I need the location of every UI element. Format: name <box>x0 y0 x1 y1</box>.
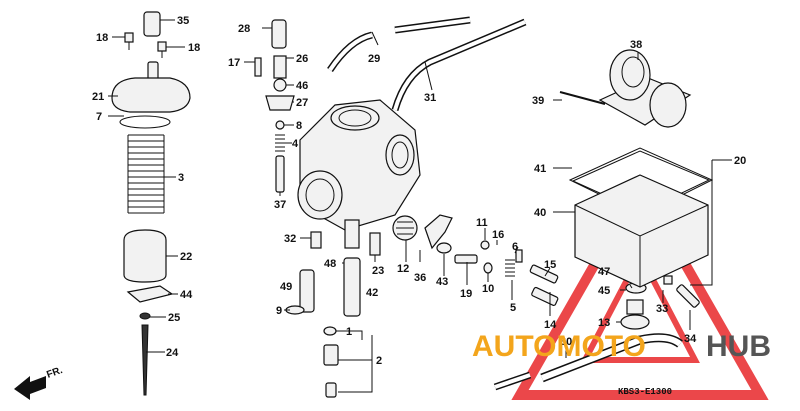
callout-47: 47 <box>598 266 610 278</box>
callout-38: 38 <box>630 39 642 51</box>
callout-31: 31 <box>424 92 436 104</box>
watermark-triangle <box>511 174 769 400</box>
callout-35: 35 <box>177 15 189 27</box>
callout-34: 34 <box>684 333 697 345</box>
callout-2: 2 <box>376 355 382 367</box>
callout-10: 10 <box>482 283 494 295</box>
callout-39: 39 <box>532 95 544 107</box>
callout-17: 17 <box>228 57 240 69</box>
direction-label: FR. <box>45 365 64 381</box>
callout-15: 15 <box>544 259 556 271</box>
callout-24: 24 <box>166 347 179 359</box>
callout-30: 30 <box>560 336 572 348</box>
float-and-bowl <box>559 49 714 288</box>
callout-23: 23 <box>372 265 384 277</box>
callout-48: 48 <box>324 258 336 270</box>
callout-1: 1 <box>346 326 352 338</box>
callout-28: 28 <box>238 23 250 35</box>
callout-13: 13 <box>598 317 610 329</box>
callout-32: 32 <box>284 233 296 245</box>
hoses <box>327 16 683 391</box>
front-direction-arrow: FR. <box>14 365 64 400</box>
watermark-logo: AUTOMOTO HUB <box>472 330 771 363</box>
watermark-word-accent: AUTOMOTO <box>472 330 646 363</box>
callout-41: 41 <box>534 163 546 175</box>
callout-11: 11 <box>476 217 488 229</box>
callout-22: 22 <box>180 251 192 263</box>
callout-labels: 35 18 18 21 7 3 22 44 25 24 28 17 26 46 … <box>92 15 746 367</box>
callout-43: 43 <box>436 276 448 288</box>
callout-6: 6 <box>512 241 518 253</box>
callout-5: 5 <box>510 302 516 314</box>
callout-45: 45 <box>598 285 610 297</box>
callout-19: 19 <box>460 288 472 300</box>
callout-33: 33 <box>656 303 668 315</box>
callout-44: 44 <box>180 289 193 301</box>
callout-16: 16 <box>492 229 504 241</box>
callout-25: 25 <box>168 312 180 324</box>
carburetor-body <box>297 99 421 249</box>
callout-46: 46 <box>296 80 308 92</box>
callout-12: 12 <box>397 263 409 275</box>
callout-49: 49 <box>280 281 292 293</box>
needle-jet-parts <box>254 19 381 398</box>
callout-4: 4 <box>292 138 299 150</box>
callout-7: 7 <box>96 111 102 123</box>
callout-8: 8 <box>296 120 302 132</box>
callout-29: 29 <box>368 53 380 65</box>
diagram-code: KBS3-E1300 <box>618 387 672 397</box>
callout-18-left: 18 <box>96 32 108 44</box>
callout-18-right: 18 <box>188 42 200 54</box>
watermark-word-dark: HUB <box>706 330 771 363</box>
callout-21: 21 <box>92 91 104 103</box>
callout-27: 27 <box>296 97 308 109</box>
callout-36: 36 <box>414 272 426 284</box>
callout-40: 40 <box>534 207 546 219</box>
callout-14: 14 <box>544 319 557 331</box>
slide-assembly <box>111 11 191 396</box>
callout-3: 3 <box>178 172 184 184</box>
callout-37: 37 <box>274 199 286 211</box>
callout-9: 9 <box>276 305 282 317</box>
callout-20: 20 <box>734 155 746 167</box>
callout-42: 42 <box>366 287 378 299</box>
callout-26: 26 <box>296 53 308 65</box>
